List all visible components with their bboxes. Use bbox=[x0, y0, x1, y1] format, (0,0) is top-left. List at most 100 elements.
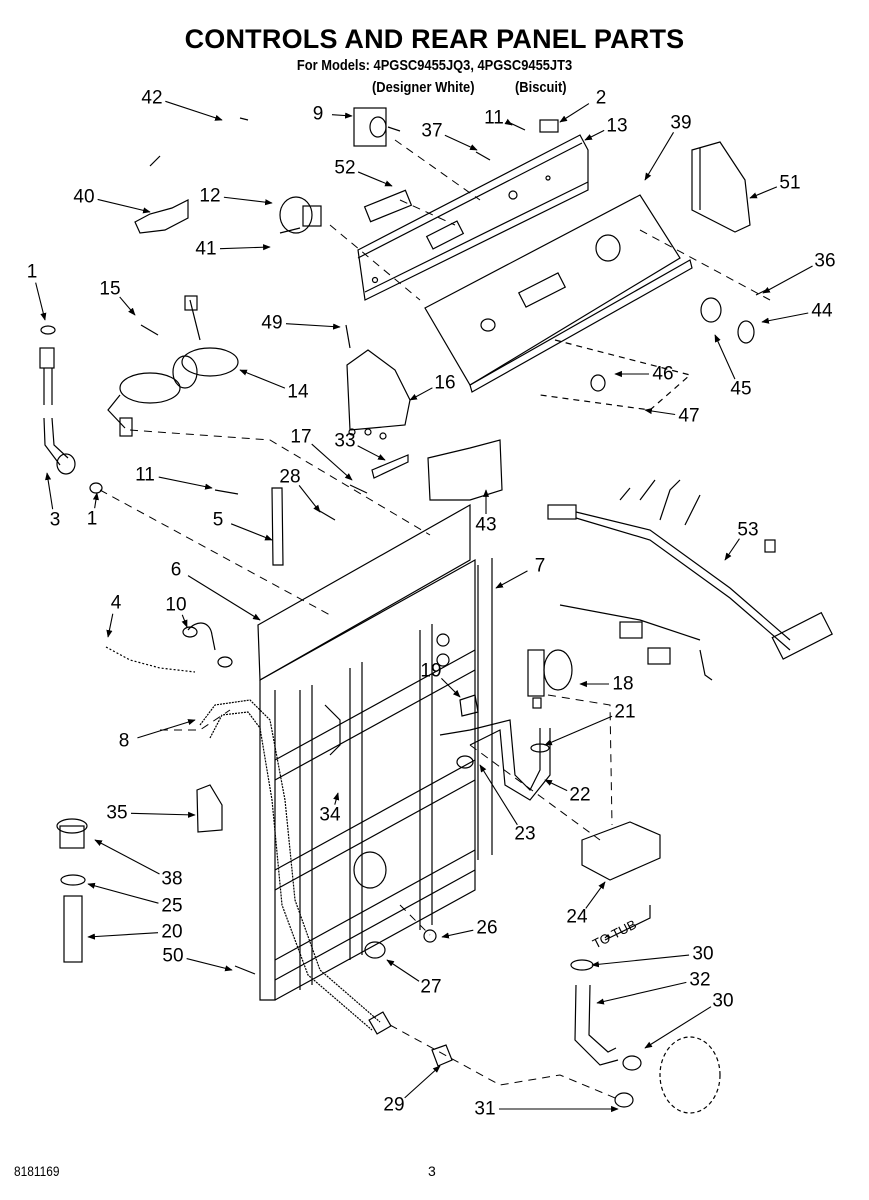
callout-part-5: 5 bbox=[212, 509, 224, 531]
leader-arrow-part-8 bbox=[137, 719, 196, 739]
callout-part-46: 46 bbox=[652, 363, 674, 385]
leader-arrow-part-27 bbox=[386, 959, 420, 982]
callout-part-24: 24 bbox=[566, 906, 588, 928]
leader-arrow-part-52 bbox=[357, 171, 393, 187]
switch-part-12 bbox=[279, 196, 322, 234]
button-part-46 bbox=[590, 374, 606, 392]
callout-part-21: 21 bbox=[614, 701, 636, 723]
leader-arrow-part-44 bbox=[761, 312, 809, 324]
callout-part-25: 25 bbox=[161, 895, 183, 917]
callout-part-50: 50 bbox=[162, 945, 184, 967]
callout-part-28: 28 bbox=[279, 466, 301, 488]
callout-part-43: 43 bbox=[475, 514, 497, 536]
leader-arrow-part-37 bbox=[444, 134, 478, 151]
leader-arrow-part-22 bbox=[544, 779, 568, 792]
leader-arrow-part-20 bbox=[87, 932, 159, 940]
callout-part-39: 39 bbox=[670, 112, 692, 134]
callout-part-2: 2 bbox=[595, 87, 607, 109]
page-title: CONTROLS AND REAR PANEL PARTS bbox=[184, 24, 685, 54]
callout-part-10: 10 bbox=[165, 594, 187, 616]
callout-part-42: 42 bbox=[141, 87, 163, 109]
leader-arrow-part-42 bbox=[165, 100, 223, 121]
leader-arrow-part-49 bbox=[285, 323, 341, 330]
callout-part-29: 29 bbox=[383, 1094, 405, 1116]
callout-part-35: 35 bbox=[106, 802, 128, 824]
part-37 bbox=[475, 151, 491, 161]
duct-part-43 bbox=[427, 439, 503, 501]
callout-part-52: 52 bbox=[334, 157, 356, 179]
bar-part-33 bbox=[371, 454, 409, 479]
leader-arrow-part-33 bbox=[357, 445, 386, 461]
callout-part-53: 53 bbox=[737, 519, 759, 541]
callout-part-47: 47 bbox=[678, 405, 700, 427]
leader-arrow-part-15 bbox=[119, 296, 136, 316]
leader-arrow-part-29 bbox=[404, 1065, 441, 1099]
pump-hose-part-32 bbox=[570, 959, 721, 1114]
bracket-part-5 bbox=[271, 487, 284, 566]
leader-arrow-part-12 bbox=[223, 196, 273, 206]
leader-arrow-part-13 bbox=[584, 129, 605, 141]
clamp-part-23 bbox=[456, 755, 474, 769]
part-26 bbox=[423, 929, 437, 943]
leader-arrow-part-39 bbox=[644, 132, 674, 181]
part-42 bbox=[239, 117, 249, 121]
callout-part-12: 12 bbox=[199, 185, 221, 207]
wire-harness-part-53 bbox=[547, 479, 833, 681]
assembly-lines bbox=[99, 139, 771, 1101]
leader-arrow-part-45 bbox=[714, 334, 736, 380]
callout-part-20: 20 bbox=[161, 921, 183, 943]
knob-part-44 bbox=[737, 320, 755, 344]
leader-arrow-part-36 bbox=[762, 265, 813, 294]
callout-part-49: 49 bbox=[261, 312, 283, 334]
callout-part-17: 17 bbox=[290, 426, 312, 448]
callout-part-14: 14 bbox=[287, 381, 309, 403]
leader-arrow-part-28 bbox=[298, 485, 321, 513]
leader-arrow-part-2 bbox=[559, 103, 590, 123]
callout-part-8: 8 bbox=[118, 730, 130, 752]
leader-arrow-part-11 bbox=[504, 118, 513, 126]
leader-arrow-part-35 bbox=[130, 811, 196, 818]
leader-arrow-part-50 bbox=[186, 958, 233, 972]
leader-arrow-part-24 bbox=[585, 881, 606, 909]
power-cord-part-14 bbox=[107, 295, 239, 437]
bracket-part-35 bbox=[196, 784, 223, 833]
leader-arrow-part-9 bbox=[331, 112, 353, 119]
models-line: For Models: 4PGSC9455JQ3, 4PGSC9455JT3 bbox=[296, 57, 573, 74]
callout-part-26: 26 bbox=[476, 917, 498, 939]
part-24 bbox=[581, 821, 661, 881]
to-tub-leader bbox=[604, 905, 651, 941]
leader-arrow-part-53 bbox=[724, 538, 740, 561]
leader-arrow-part-41 bbox=[219, 244, 271, 251]
inlet-hose-part-3 bbox=[39, 325, 103, 494]
bracket-part-40 bbox=[134, 199, 189, 234]
leader-arrow-part-7 bbox=[495, 570, 528, 589]
leader-arrow-part-16 bbox=[409, 387, 433, 401]
variant-designer-white: (Designer White) bbox=[372, 79, 475, 96]
leader-arrow-part-32 bbox=[596, 981, 687, 1005]
callout-part-40: 40 bbox=[73, 186, 95, 208]
console-panel-part-39 bbox=[424, 194, 693, 393]
leader-arrow-part-34 bbox=[333, 792, 340, 805]
callout-part-15: 15 bbox=[99, 278, 121, 300]
leader-arrow-part-11 bbox=[158, 476, 213, 490]
clamp-part-21 bbox=[530, 743, 550, 753]
endcap-part-51 bbox=[691, 141, 751, 233]
callout-part-36: 36 bbox=[814, 250, 836, 272]
callout-part-18: 18 bbox=[612, 673, 634, 695]
drain-parts-38-25-20 bbox=[56, 818, 88, 963]
callout-part-32: 32 bbox=[689, 969, 711, 991]
small-terminal bbox=[149, 155, 161, 167]
callout-part-11: 11 bbox=[135, 464, 155, 486]
leader-arrow-part-26 bbox=[441, 929, 474, 939]
leader-arrow-part-6 bbox=[187, 575, 261, 621]
water-valve-part-18 bbox=[527, 649, 573, 709]
leader-arrow-part-21 bbox=[544, 715, 613, 746]
drain-hose-part-8 bbox=[199, 699, 381, 1031]
part-11-top bbox=[507, 121, 526, 131]
part-11-mid bbox=[214, 489, 239, 495]
leader-arrow-part-10 bbox=[181, 614, 188, 628]
leader-arrow-part-1 bbox=[92, 492, 99, 509]
part-34 bbox=[324, 704, 341, 756]
part-17 bbox=[349, 484, 368, 494]
